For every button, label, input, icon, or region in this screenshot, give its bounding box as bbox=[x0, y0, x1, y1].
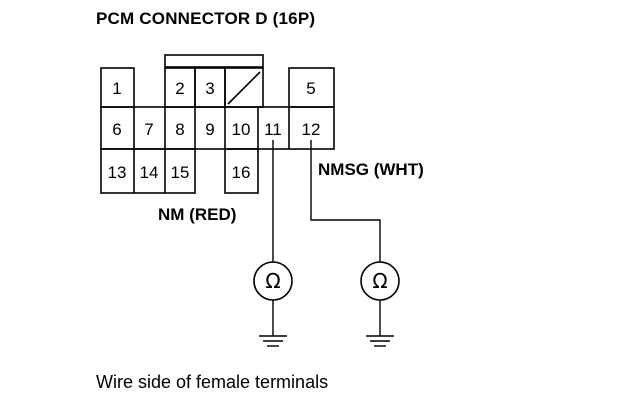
cavity-16 bbox=[224, 148, 259, 194]
cavity-row-bottom-left bbox=[100, 148, 196, 194]
ohm-icon: Ω bbox=[372, 269, 387, 293]
pin-8: 8 bbox=[175, 120, 184, 139]
pin-12: 12 bbox=[302, 120, 321, 139]
connector-title: PCM CONNECTOR D (16P) bbox=[96, 9, 316, 28]
pin-2: 2 bbox=[175, 79, 184, 98]
ground-icon-left bbox=[259, 300, 287, 347]
pin-6: 6 bbox=[112, 120, 121, 139]
pin-13: 13 bbox=[108, 163, 127, 182]
connector-lock-tab bbox=[164, 54, 264, 68]
wire-label-nmsg: NMSG (WHT) bbox=[318, 160, 424, 179]
ohmmeter-right: Ω bbox=[360, 261, 400, 301]
wire-nmsg bbox=[310, 140, 381, 262]
cavity-row-middle bbox=[100, 106, 335, 150]
pin-16: 16 bbox=[232, 163, 251, 182]
pin-10: 10 bbox=[232, 120, 251, 139]
pin-3: 3 bbox=[205, 79, 214, 98]
pin-14: 14 bbox=[140, 163, 159, 182]
ohmmeter-left: Ω bbox=[253, 261, 293, 301]
wire-label-nm: NM (RED) bbox=[158, 205, 237, 224]
pin-15: 15 bbox=[171, 163, 190, 182]
ground-icon-right bbox=[366, 300, 394, 347]
pin-1: 1 bbox=[112, 79, 121, 98]
pin-11: 11 bbox=[264, 120, 282, 139]
cavity-4-slash bbox=[227, 71, 261, 105]
pin-5: 5 bbox=[306, 79, 315, 98]
pin-9: 9 bbox=[205, 120, 214, 139]
diagram-caption: Wire side of female terminals bbox=[96, 372, 329, 392]
pin-7: 7 bbox=[144, 120, 153, 139]
ohm-icon: Ω bbox=[265, 269, 280, 293]
